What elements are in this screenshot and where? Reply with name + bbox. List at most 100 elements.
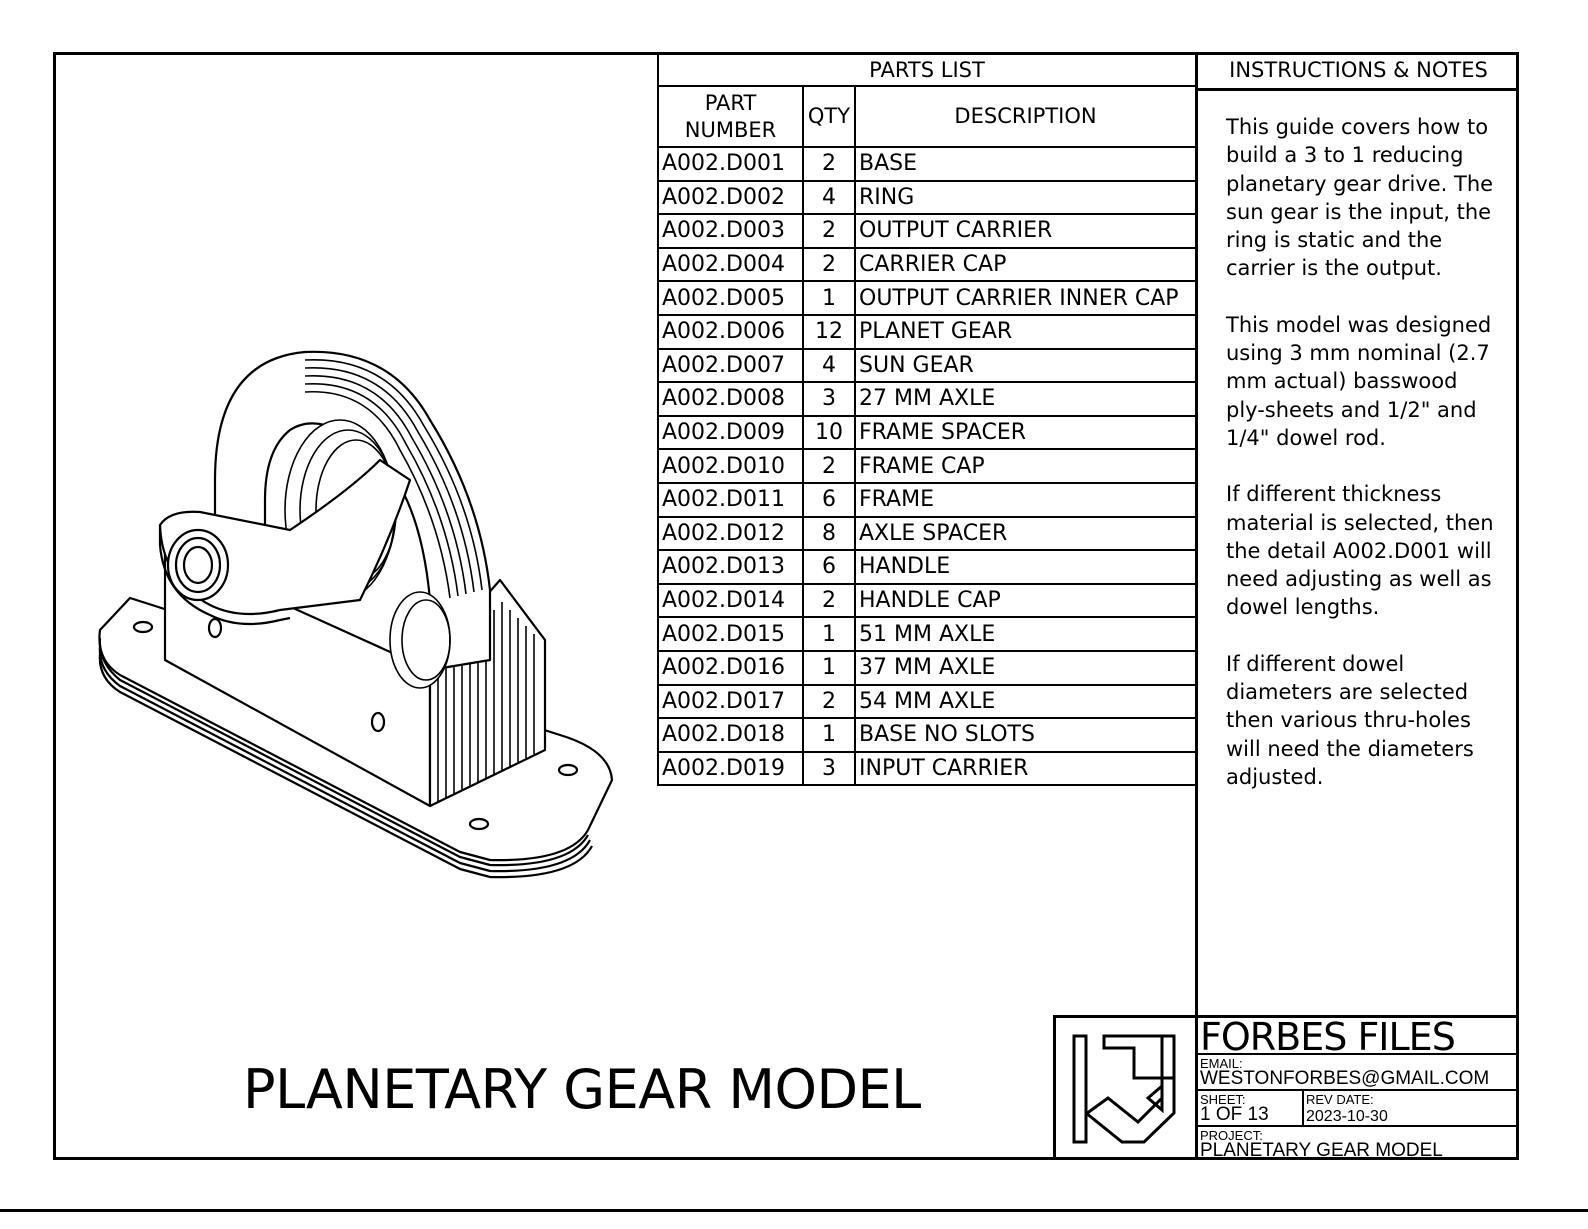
rev-date-label: REV DATE: xyxy=(1306,1092,1374,1107)
part-number-cell: A002.D017 xyxy=(657,683,804,720)
qty-cell: 2 xyxy=(802,213,856,249)
note-paragraph: If different dowel diameters are selecte… xyxy=(1226,651,1474,789)
qty-cell: 1 xyxy=(802,717,856,753)
description-cell: RING xyxy=(854,179,1197,216)
description-cell: 54 MM AXLE xyxy=(854,683,1197,720)
qty-cell: 8 xyxy=(802,515,856,552)
forbes-files-logo xyxy=(1072,1034,1176,1144)
drawing-title: PLANETARY GEAR MODEL xyxy=(243,1058,921,1121)
qty-cell: 1 xyxy=(802,280,856,316)
description-cell: OUTPUT CARRIER xyxy=(854,213,1197,249)
qty-cell: 1 xyxy=(802,649,856,686)
description-cell: 51 MM AXLE xyxy=(854,616,1197,652)
parts-list-title: PARTS LIST xyxy=(657,53,1197,87)
instructions-notes-panel: INSTRUCTIONS & NOTES This guide covers h… xyxy=(1195,52,1519,1018)
note-paragraph: If different thickness material is selec… xyxy=(1226,482,1494,620)
page-bottom-rule xyxy=(0,1209,1588,1212)
description-cell: FRAME SPACER xyxy=(854,414,1197,451)
note-paragraph: This guide covers how to build a 3 to 1 … xyxy=(1226,115,1494,281)
handle-arm xyxy=(158,458,412,626)
company-name: FORBES FILES xyxy=(1198,1018,1519,1056)
title-block-fields: FORBES FILES EMAIL: WESTONFORBES@GMAIL.C… xyxy=(1198,1018,1519,1160)
part-number-cell: A002.D013 xyxy=(657,549,804,585)
description-cell: HANDLE CAP xyxy=(854,582,1197,619)
parts-list-table: PARTS LIST PART NUMBER QTY DESCRIPTION A… xyxy=(657,53,1197,787)
rev-date-value: 2023-10-30 xyxy=(1306,1108,1388,1125)
email-value: WESTONFORBES@GMAIL.COM xyxy=(1200,1068,1490,1089)
email-label: EMAIL: xyxy=(1200,1056,1243,1071)
description-cell: HANDLE xyxy=(854,549,1197,585)
qty-cell: 6 xyxy=(802,481,856,518)
qty-cell: 2 xyxy=(802,582,856,619)
description-cell: FRAME CAP xyxy=(854,448,1197,484)
description-cell: BASE NO SLOTS xyxy=(854,717,1197,753)
part-number-cell: A002.D007 xyxy=(657,347,804,384)
part-number-cell: A002.D012 xyxy=(657,515,804,552)
qty-cell: 4 xyxy=(802,179,856,216)
description-cell: SUN GEAR xyxy=(854,347,1197,384)
part-number-cell: A002.D019 xyxy=(657,750,804,787)
description-cell: 27 MM AXLE xyxy=(854,381,1197,417)
rev-date-field: REV DATE: 2023-10-30 xyxy=(1304,1091,1519,1125)
logo-box xyxy=(1056,1018,1198,1160)
part-number-cell: A002.D016 xyxy=(657,649,804,686)
sheet-label: SHEET: xyxy=(1200,1092,1246,1107)
qty-cell: 2 xyxy=(802,246,856,283)
project-label: PROJECT: xyxy=(1200,1128,1263,1143)
qty-cell: 1 xyxy=(802,616,856,652)
qty-cell: 4 xyxy=(802,347,856,384)
part-number-cell: A002.D010 xyxy=(657,448,804,484)
description-cell: PLANET GEAR xyxy=(854,313,1197,350)
description-cell: OUTPUT CARRIER INNER CAP xyxy=(854,280,1197,316)
part-number-cell: A002.D014 xyxy=(657,582,804,619)
column-header-description: DESCRIPTION xyxy=(854,85,1197,148)
qty-cell: 6 xyxy=(802,549,856,585)
qty-cell: 3 xyxy=(802,381,856,417)
part-number-cell: A002.D011 xyxy=(657,481,804,518)
description-cell: CARRIER CAP xyxy=(854,246,1197,283)
planetary-gear-isometric-drawing xyxy=(98,350,614,879)
notes-body: This guide covers how to build a 3 to 1 … xyxy=(1198,91,1519,791)
qty-cell: 2 xyxy=(802,448,856,484)
column-header-qty: QTY xyxy=(802,85,856,148)
description-cell: 37 MM AXLE xyxy=(854,649,1197,686)
description-cell: FRAME xyxy=(854,481,1197,518)
project-value: PLANETARY GEAR MODEL xyxy=(1200,1140,1443,1161)
part-number-cell: A002.D004 xyxy=(657,246,804,283)
notes-title: INSTRUCTIONS & NOTES xyxy=(1198,52,1519,91)
part-number-cell: A002.D002 xyxy=(657,179,804,216)
ring-arch xyxy=(213,350,492,672)
title-block: FORBES FILES EMAIL: WESTONFORBES@GMAIL.C… xyxy=(1053,1015,1519,1160)
part-number-cell: A002.D005 xyxy=(657,280,804,316)
part-number-cell: A002.D018 xyxy=(657,717,804,753)
note-paragraph: This model was designed using 3 mm nomin… xyxy=(1226,312,1492,450)
email-field: EMAIL: WESTONFORBES@GMAIL.COM xyxy=(1198,1055,1519,1091)
part-number-cell: A002.D006 xyxy=(657,313,804,350)
part-number-cell: A002.D003 xyxy=(657,213,804,249)
project-field: PROJECT: PLANETARY GEAR MODEL xyxy=(1198,1127,1519,1160)
sheet-field: SHEET: 1 OF 13 xyxy=(1198,1091,1304,1125)
qty-cell: 12 xyxy=(802,313,856,350)
sheet-value: 1 OF 13 xyxy=(1200,1104,1269,1125)
part-number-cell: A002.D009 xyxy=(657,414,804,451)
description-cell: AXLE SPACER xyxy=(854,515,1197,552)
